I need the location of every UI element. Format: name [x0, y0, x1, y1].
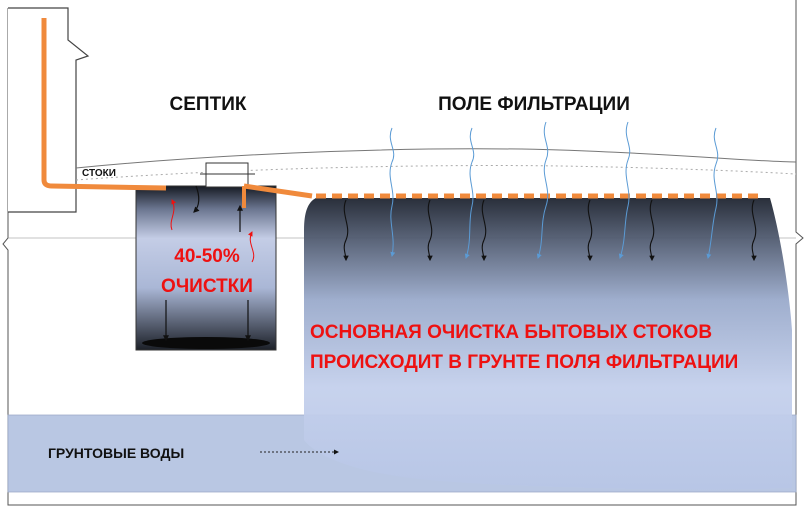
ground-surface	[75, 148, 797, 181]
rain-arrows	[389, 121, 719, 259]
main-purification-line1: ОСНОВНАЯ ОЧИСТКА БЫТОВЫХ СТОКОВ	[310, 322, 712, 343]
filtration-soil-zone	[304, 198, 792, 490]
filtration-field-label: ПОЛЕ ФИЛЬТРАЦИИ	[438, 94, 630, 115]
septic-tank	[135, 162, 277, 351]
septic-label: СЕПТИК	[170, 94, 247, 115]
tank-flow-arrows	[163, 185, 255, 342]
seepage-arrows	[343, 199, 757, 262]
house-wall	[8, 7, 90, 213]
gas-arrow-left	[170, 199, 177, 231]
main-purification-line2: ПРОИСХОДИТ В ГРУНТЕ ПОЛЯ ФИЛЬТРАЦИИ	[310, 352, 738, 373]
outlet-pipe	[243, 183, 313, 199]
groundwater-label: ГРУНТОВЫЕ ВОДЫ	[48, 445, 184, 461]
purification-word: ОЧИСТКИ	[161, 276, 253, 297]
inlet-pipe	[41, 18, 167, 191]
sludge-layer	[142, 337, 270, 349]
purification-percent: 40-50%	[174, 246, 240, 267]
inflow-arrow	[193, 185, 200, 213]
gas-arrow-right	[247, 231, 255, 263]
sewage-label: СТОКИ	[82, 168, 116, 179]
